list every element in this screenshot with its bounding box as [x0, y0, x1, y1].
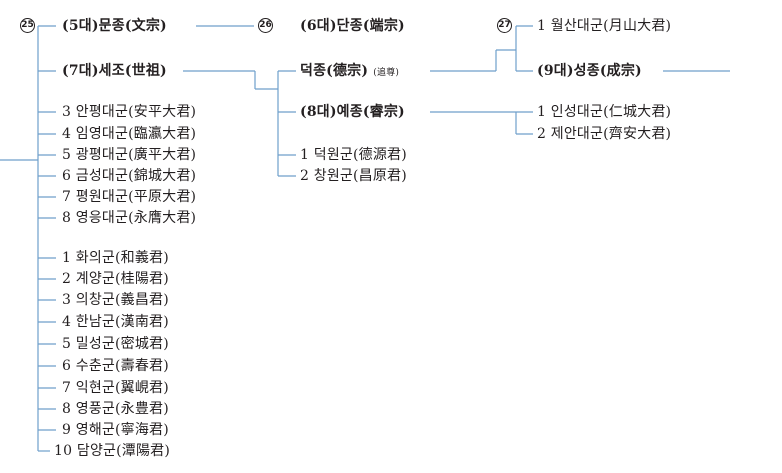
prince-item: 6 금성대군(錦城大君)	[62, 168, 197, 184]
prince-item: 7 평원대군(平原大君)	[62, 189, 197, 205]
gun-item: 5 밀성군(密城君)	[62, 336, 169, 352]
gun-item: 7 익현군(翼峴君)	[62, 380, 169, 396]
deokjong-label: 덕종(德宗) (追尊)	[300, 63, 399, 81]
gun-item: 4 한남군(漢南君)	[62, 314, 169, 330]
seongjong-label: (9대)성종(成宗)	[537, 63, 642, 79]
sejo-gun-item: 2 창원군(昌原君)	[300, 168, 407, 184]
generation-badge-25: 25	[20, 18, 35, 33]
prince-item: 8 영응대군(永膺大君)	[62, 210, 197, 226]
yejong-label: (8대)예종(睿宗)	[300, 104, 405, 120]
prince-item: 3 안평대군(安平大君)	[62, 104, 197, 120]
deokjong-name: 덕종(德宗)	[300, 63, 369, 79]
gun-item: 8 영풍군(永豊君)	[62, 401, 169, 417]
gun-item: 3 의창군(義昌君)	[62, 292, 169, 308]
danjong-label: (6대)단종(端宗)	[300, 18, 405, 34]
sejo-gun-item: 1 덕원군(德源君)	[300, 147, 407, 163]
generation-badge-27: 27	[497, 18, 512, 33]
generation-badge-26: 26	[258, 18, 273, 33]
gun-item: 2 계양군(桂陽君)	[62, 271, 169, 287]
prince-item: 4 임영대군(臨瀛大君)	[62, 126, 197, 142]
gun-item: 10 담양군(潭陽君)	[54, 443, 171, 459]
yejong-son-item: 2 제안대군(齊安大君)	[537, 126, 672, 142]
prince-item: 5 광평대군(廣平大君)	[62, 147, 197, 163]
gun-item: 9 영해군(寧海君)	[62, 422, 169, 438]
deokjong-note: (追尊)	[373, 68, 400, 78]
gun-item: 6 수춘군(壽春君)	[62, 358, 169, 374]
munjong-label: (5대)문종(文宗)	[62, 18, 167, 34]
gun-item: 1 화의군(和義君)	[62, 250, 169, 266]
wolsan-label: 1 월산대군(月山大君)	[537, 18, 672, 34]
sejo-label: (7대)세조(世祖)	[62, 63, 167, 79]
yejong-son-item: 1 인성대군(仁城大君)	[537, 104, 672, 120]
